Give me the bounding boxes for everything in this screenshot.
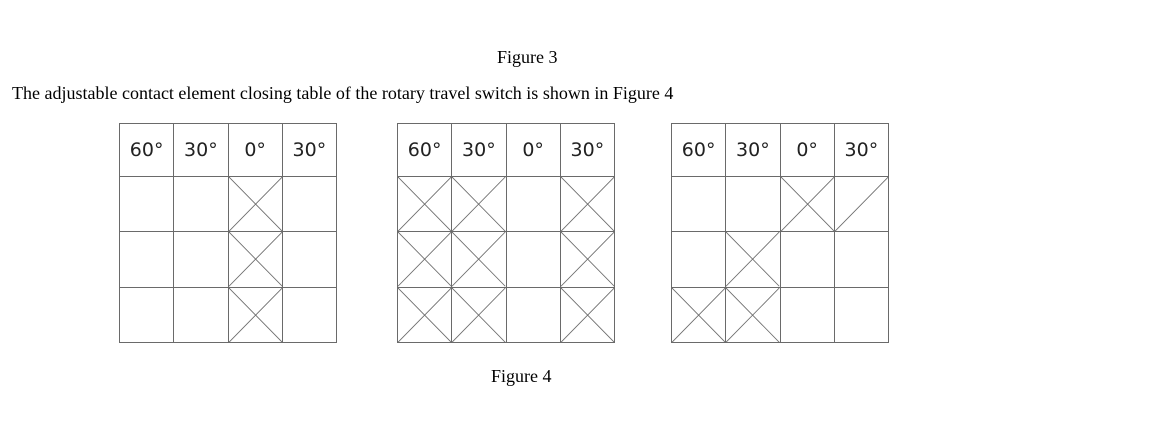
contact-cell <box>227 286 283 344</box>
header-row: 60°30°0°30° <box>396 122 616 178</box>
contact-cell <box>670 231 727 288</box>
cross-mark-icon <box>726 232 780 287</box>
contact-cell <box>451 176 507 233</box>
cross-mark-icon <box>560 287 614 342</box>
diagonal-mark-icon <box>834 177 888 232</box>
contact-cell <box>505 286 561 344</box>
cross-mark-icon <box>560 232 614 287</box>
contact-cell <box>173 176 229 233</box>
cross-mark-icon <box>398 232 452 287</box>
intro-paragraph: The adjustable contact element closing t… <box>12 83 674 103</box>
cross-mark-icon <box>452 177 506 232</box>
header-row: 60°30°0°30° <box>670 122 890 178</box>
contact-cell <box>779 286 835 344</box>
angle-header: 0° <box>779 122 835 178</box>
contact-cell <box>670 286 727 344</box>
contact-cell <box>833 176 890 233</box>
angle-header: 60° <box>670 122 727 178</box>
cross-mark-icon <box>726 287 780 342</box>
angle-header: 0° <box>227 122 283 178</box>
contact-cell <box>118 286 175 344</box>
header-row: 60°30°0°30° <box>118 122 338 178</box>
contact-cell <box>227 231 283 288</box>
contact-cell <box>118 231 175 288</box>
contact-row <box>118 176 338 233</box>
cross-mark-icon <box>398 177 452 232</box>
contact-cell <box>670 176 727 233</box>
contact-row <box>118 231 338 288</box>
contact-row <box>396 231 616 288</box>
contact-cell <box>173 286 229 344</box>
cross-mark-icon <box>560 177 614 232</box>
contact-cell <box>451 231 507 288</box>
contact-cell <box>559 231 616 288</box>
contact-row <box>118 286 338 344</box>
contact-cell <box>725 286 781 344</box>
contact-table-1: 60°30°0°30° <box>118 122 338 344</box>
angle-header: 30° <box>451 122 507 178</box>
angle-header: 60° <box>118 122 175 178</box>
cross-mark-icon <box>780 177 834 232</box>
contact-cell <box>725 176 781 233</box>
contact-cell <box>559 176 616 233</box>
angle-header: 30° <box>173 122 229 178</box>
cross-mark-icon <box>228 177 282 232</box>
contact-cell <box>505 176 561 233</box>
contact-cell <box>559 286 616 344</box>
cross-mark-icon <box>228 232 282 287</box>
contact-cell <box>281 176 338 233</box>
cross-mark-icon <box>398 287 452 342</box>
contact-cell <box>833 286 890 344</box>
angle-header: 30° <box>281 122 338 178</box>
angle-header: 30° <box>559 122 616 178</box>
cross-mark-icon <box>228 287 282 342</box>
contact-cell <box>833 231 890 288</box>
contact-table-3: 60°30°0°30° <box>670 122 890 344</box>
contact-cell <box>779 231 835 288</box>
contact-cell <box>396 286 453 344</box>
contact-cell <box>227 176 283 233</box>
angle-header: 60° <box>396 122 453 178</box>
contact-row <box>670 286 890 344</box>
contact-cell <box>118 176 175 233</box>
contact-row <box>396 176 616 233</box>
cross-mark-icon <box>452 232 506 287</box>
cross-mark-icon <box>452 287 506 342</box>
contact-cell <box>725 231 781 288</box>
angle-header: 0° <box>505 122 561 178</box>
contact-cell <box>396 231 453 288</box>
contact-cell <box>451 286 507 344</box>
figure-4-caption: Figure 4 <box>491 366 552 386</box>
contact-cell <box>396 176 453 233</box>
contact-row <box>670 231 890 288</box>
contact-cell <box>505 231 561 288</box>
contact-cell <box>173 231 229 288</box>
angle-header: 30° <box>725 122 781 178</box>
contact-row <box>396 286 616 344</box>
angle-header: 30° <box>833 122 890 178</box>
contact-cell <box>281 231 338 288</box>
contact-cell <box>281 286 338 344</box>
contact-cell <box>779 176 835 233</box>
contact-row <box>670 176 890 233</box>
figure-3-caption: Figure 3 <box>497 47 558 67</box>
contact-table-2: 60°30°0°30° <box>396 122 616 344</box>
cross-mark-icon <box>672 287 726 342</box>
